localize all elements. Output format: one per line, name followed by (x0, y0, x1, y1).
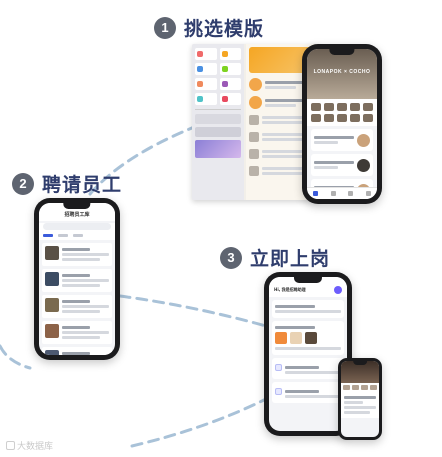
job-search-bar (43, 223, 111, 230)
template-icon (221, 51, 228, 57)
step-3-badge: 3 (220, 246, 242, 269)
published-store-phone-mockup (338, 358, 382, 440)
step-1-heading: 1 挑选模版 (154, 14, 264, 41)
list-item (42, 321, 112, 344)
job-list-app-title: 招聘员工库 (39, 209, 115, 221)
template-icon (221, 81, 228, 87)
list-item (42, 295, 112, 318)
published-hero-image (341, 361, 379, 383)
setting-card (272, 358, 344, 379)
step-3-heading: 3 立即上岗 (220, 244, 330, 271)
template-icon (197, 51, 203, 57)
step-2-badge: 2 (12, 172, 34, 195)
template-icon (221, 66, 228, 72)
product-card (272, 321, 344, 355)
job-list-phone-mockup: 招聘员工库 (34, 198, 120, 360)
list-item (42, 347, 112, 355)
assistant-card (272, 300, 344, 318)
store-hero-image: LONAPOK × COCHO (307, 49, 377, 99)
step-2-heading: 2 聘请员工 (12, 170, 122, 197)
step-2-title: 聘请员工 (42, 174, 123, 196)
template-store-screen (192, 44, 320, 200)
curve-step2-to-step3 (118, 294, 268, 328)
watermark-logo-icon (6, 441, 15, 450)
assistant-header: Hi, 我是招聘助理 (269, 283, 347, 297)
list-item (42, 269, 112, 292)
assistant-greeting: Hi, 我是招聘助理 (274, 287, 306, 292)
step-1-title: 挑选模版 (184, 18, 265, 40)
watermark: 大数据库 (6, 439, 53, 452)
setting-card (272, 382, 344, 403)
watermark-text: 大数据库 (17, 442, 54, 452)
store-phone-mockup: LONAPOK × COCHO (302, 44, 382, 204)
list-item (42, 243, 112, 266)
template-icon (197, 81, 203, 87)
template-icon (221, 96, 228, 102)
curve-bottom-right (130, 396, 270, 448)
store-category-icons (307, 99, 377, 126)
publish-phone-mockup: Hi, 我是招聘助理 (264, 272, 352, 436)
step-3-title: 立即上岗 (250, 248, 331, 270)
assistant-action-icon (334, 286, 342, 294)
store-brand: LONAPOK × COCHO (313, 69, 371, 75)
template-icon (197, 96, 203, 102)
template-icon (197, 66, 203, 72)
template-category-panel (192, 44, 244, 200)
step-1-badge: 1 (154, 16, 176, 39)
store-tab-bar (307, 187, 377, 199)
template-banner-purple (195, 140, 241, 158)
job-filter-tabs (39, 234, 115, 240)
curve-bottom-left (0, 344, 32, 370)
